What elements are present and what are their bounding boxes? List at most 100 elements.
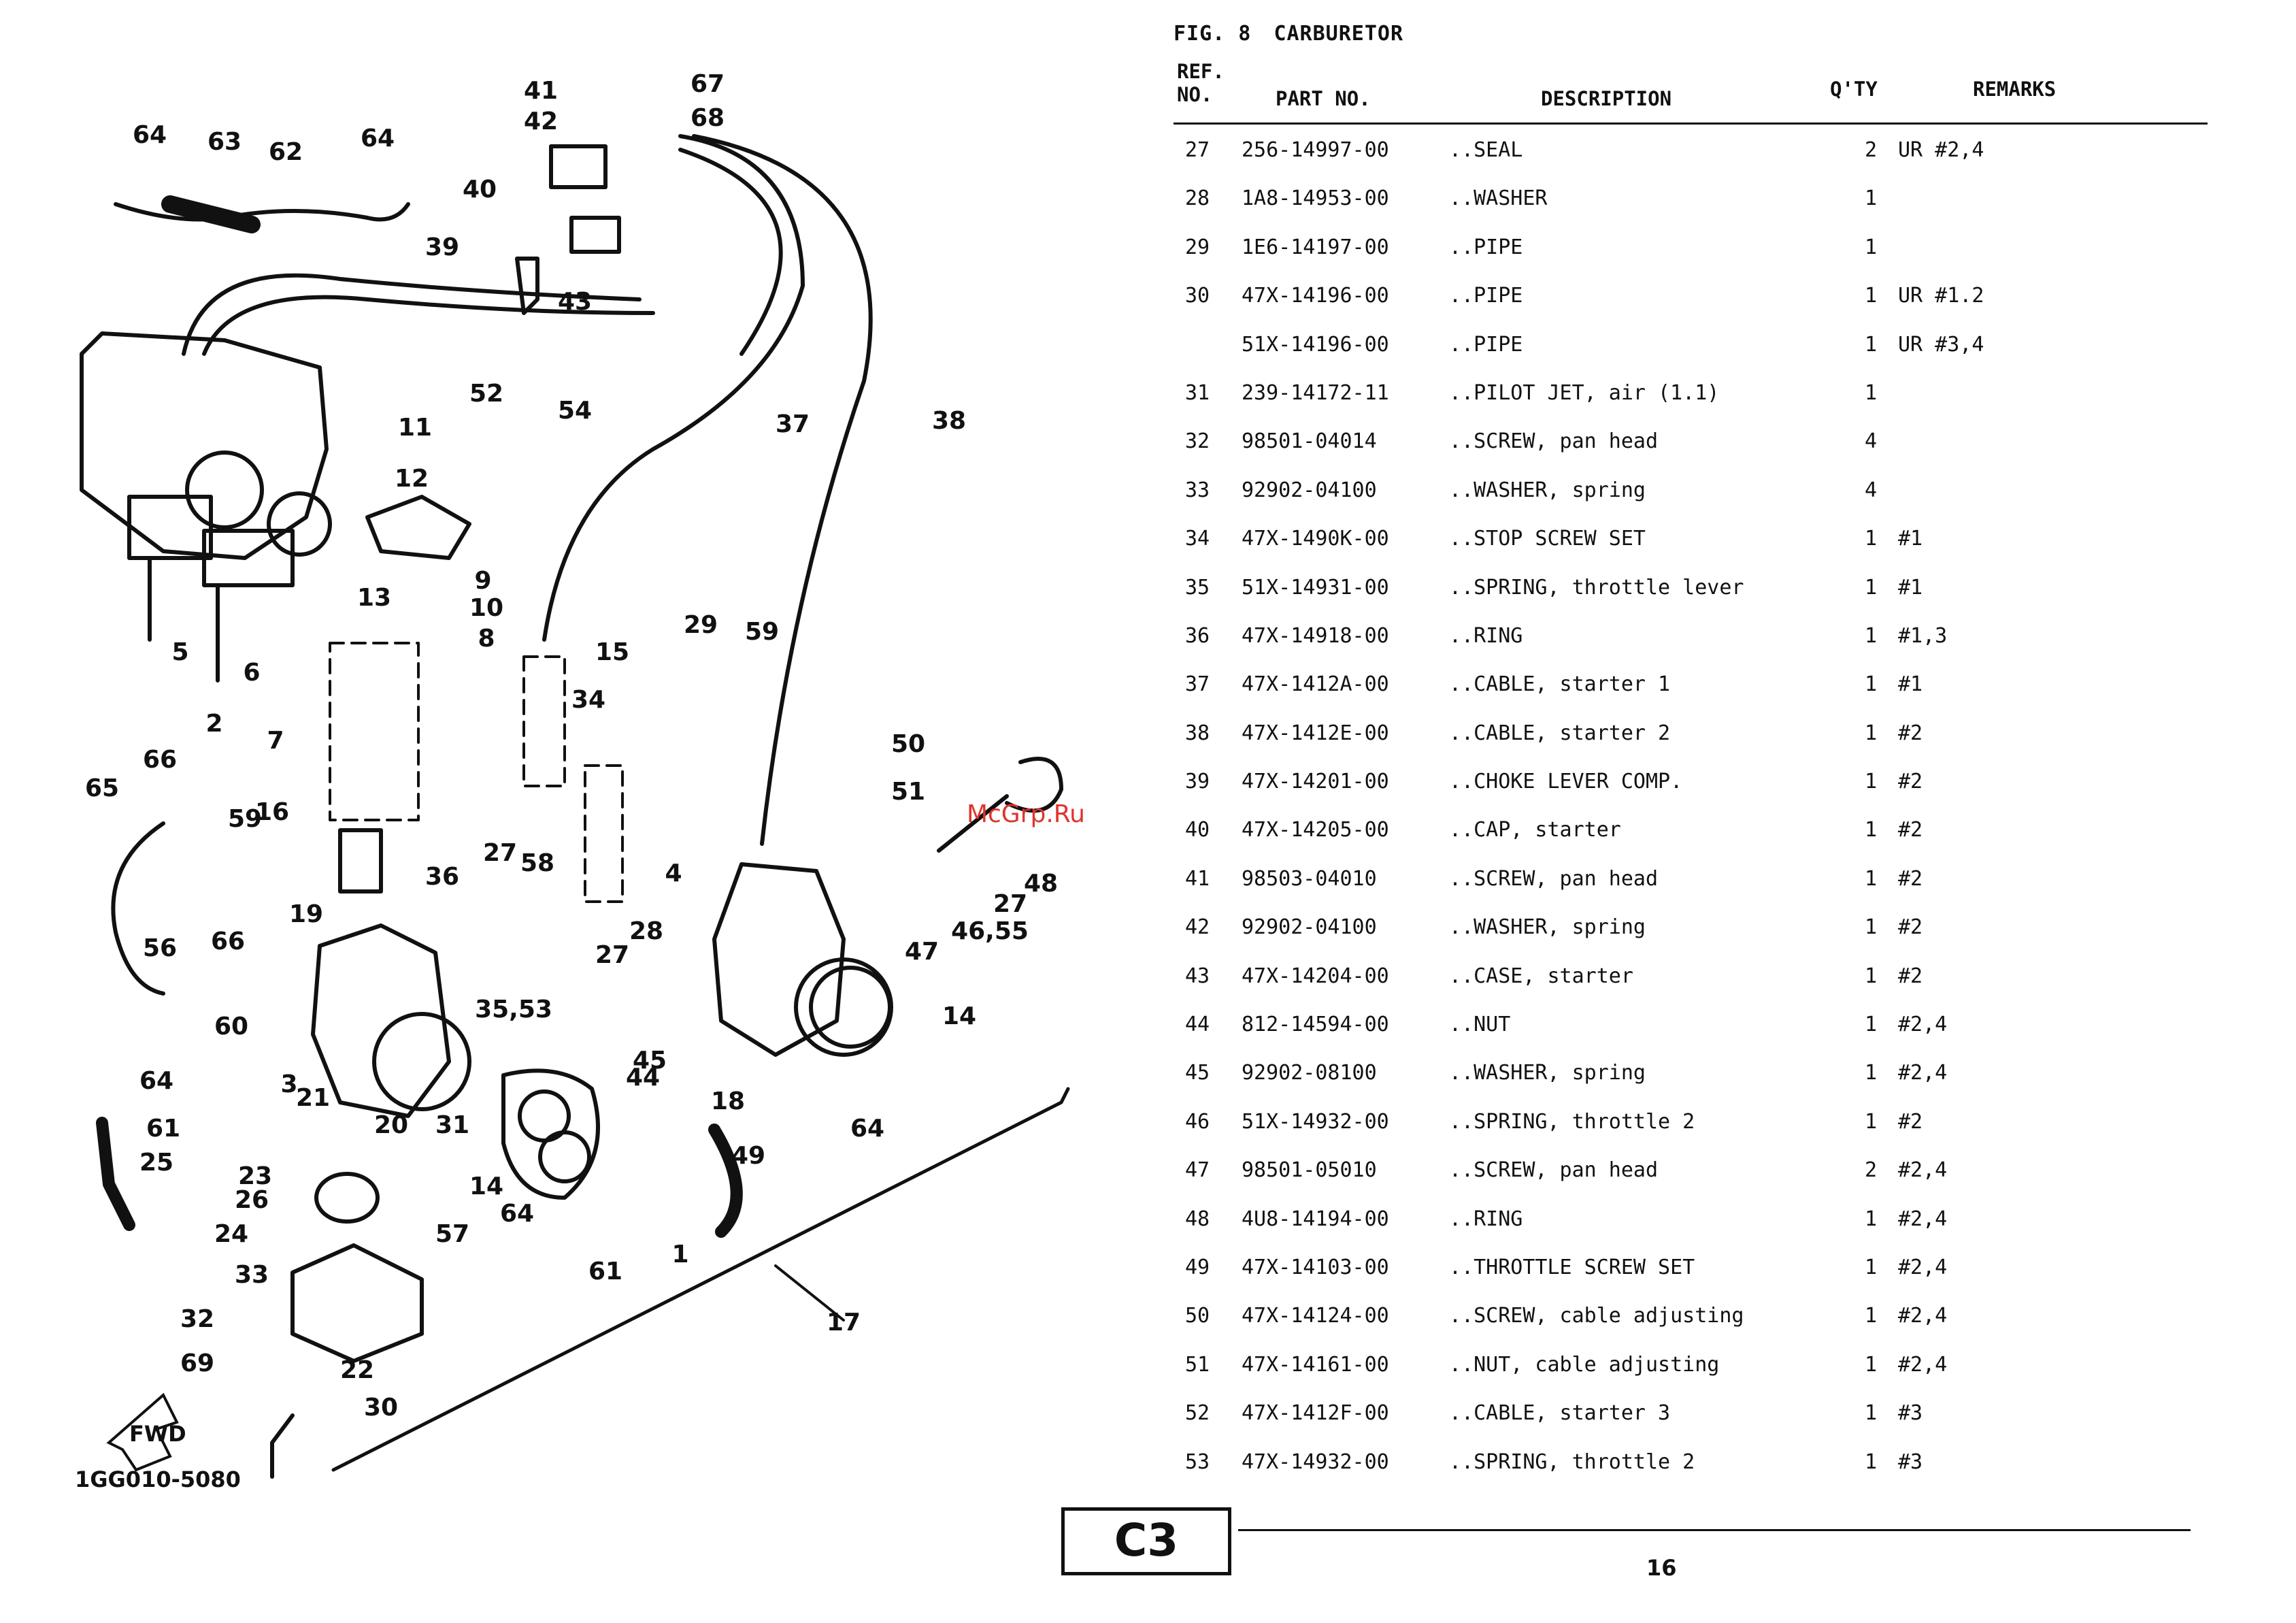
description-cell: ..CASE, starter (1449, 964, 1633, 988)
qty-cell: 1 (1864, 866, 1878, 891)
remarks-cell: #2,4 (1898, 1255, 1948, 1279)
pipe-30-drawing (270, 1413, 295, 1479)
callout-label: 43 (558, 288, 592, 316)
callout-label: 64 (133, 121, 167, 149)
remarks-cell: UR #2,4 (1898, 138, 1984, 162)
remarks-cell: #1 (1898, 672, 1923, 697)
callout-label: 51 (891, 778, 925, 806)
description-cell: ..NUT, cable adjusting (1449, 1352, 1720, 1377)
callout-label: 31 (435, 1111, 469, 1139)
callout-label: 37 (776, 410, 810, 438)
callout-label: 24 (214, 1220, 248, 1248)
callout-label: 35,53 (475, 996, 552, 1023)
description-cell: ..SPRING, throttle 2 (1449, 1449, 1695, 1474)
choke-shaft-drawing (937, 794, 1009, 853)
fwd-label: FWD (129, 1421, 186, 1447)
hose-61-drawing (96, 1117, 135, 1231)
callout-label: 34 (571, 686, 605, 714)
starter-case-drawing (569, 216, 621, 254)
remarks-cell: #2,4 (1898, 1061, 1948, 1085)
qty-cell: 1 (1864, 1109, 1878, 1134)
cable-37-drawing (542, 134, 805, 642)
callout-label: 19 (289, 900, 323, 928)
table-header: REF. NO. PART NO. DESCRIPTION Q'TY REMAR… (1174, 54, 2208, 125)
callout-label: 17 (827, 1309, 861, 1337)
part-no-cell: 47X-14918-00 (1242, 623, 1389, 648)
ref-cell: 28 (1184, 186, 1210, 211)
callout-label: 39 (425, 233, 459, 261)
description-cell: ..SCREW, pan head (1449, 866, 1659, 891)
description-cell: ..CABLE, starter 2 (1449, 721, 1671, 745)
ring-14-drawing (809, 966, 892, 1049)
part-no-cell: 256-14997-00 (1242, 138, 1389, 162)
joint-port-2-drawing (538, 1130, 591, 1183)
callout-label: 48 (1024, 870, 1058, 898)
remarks-cell: #3 (1898, 1401, 1923, 1426)
callout-label: 61 (146, 1115, 180, 1143)
ref-cell: 50 (1184, 1304, 1210, 1328)
part-no-cell: 47X-14103-00 (1242, 1255, 1389, 1279)
remarks-cell: #2 (1898, 770, 1923, 794)
part-no-cell: 98503-04010 (1242, 866, 1377, 891)
remarks-cell: #2,4 (1898, 1304, 1948, 1328)
qty-cell: 1 (1864, 380, 1878, 405)
callout-label: 26 (235, 1186, 269, 1214)
description-cell: ..PIPE (1449, 332, 1523, 357)
callout-label: 27 (483, 839, 517, 867)
ref-cell: 34 (1184, 527, 1210, 551)
stop-screw-frame-drawing (584, 764, 624, 903)
ref-cell: 35 (1184, 575, 1210, 600)
starter-cap-drawing (549, 144, 608, 189)
section-badge: C3 (1061, 1507, 1231, 1575)
callout-label: 5 (171, 638, 188, 666)
callout-label: 61 (588, 1258, 622, 1285)
page-footer: C3 16 (1061, 1507, 2191, 1589)
description-cell: ..PILOT JET, air (1.1) (1449, 380, 1720, 405)
callout-label: 64 (139, 1067, 173, 1095)
callout-label: 15 (595, 638, 629, 666)
callout-label: 66 (211, 928, 245, 955)
qty-cell: 1 (1864, 818, 1878, 842)
qty-cell: 1 (1864, 235, 1878, 259)
part-no-cell: 51X-14932-00 (1242, 1109, 1389, 1134)
description-cell: ..SCREW, cable adjusting (1449, 1304, 1744, 1328)
fwd-arrow: FWD (106, 1392, 186, 1472)
part-no-cell: 239-14172-11 (1242, 380, 1389, 405)
remarks-cell: #1,3 (1898, 623, 1948, 648)
remarks-cell: #2,4 (1898, 1158, 1948, 1183)
description-cell: ..WASHER, spring (1449, 478, 1646, 502)
figure-title: CARBURETOR (1274, 22, 1404, 46)
ref-cell: 27 (1184, 138, 1210, 162)
callout-label: 62 (269, 138, 303, 166)
drain-tubes-drawing (148, 556, 220, 683)
intake-joint-drawing (501, 1068, 600, 1200)
callout-label: 57 (435, 1220, 469, 1248)
callout-label: 66 (143, 746, 177, 774)
ref-cell: 38 (1184, 721, 1210, 745)
callout-label: 9 (474, 567, 491, 595)
part-no-cell: 1A8-14953-00 (1242, 186, 1389, 211)
callout-label: 45 (633, 1047, 667, 1075)
callout-label: 38 (932, 407, 966, 435)
ref-cell: 47 (1184, 1158, 1210, 1183)
callout-label: 23 (238, 1162, 272, 1190)
callout-label: 69 (180, 1349, 214, 1377)
watermark-text: McGrp.Ru (967, 800, 1085, 828)
callout-label: 6 (243, 659, 260, 687)
part-no-cell: 1E6-14197-00 (1242, 235, 1389, 259)
callout-label: 21 (296, 1084, 330, 1112)
